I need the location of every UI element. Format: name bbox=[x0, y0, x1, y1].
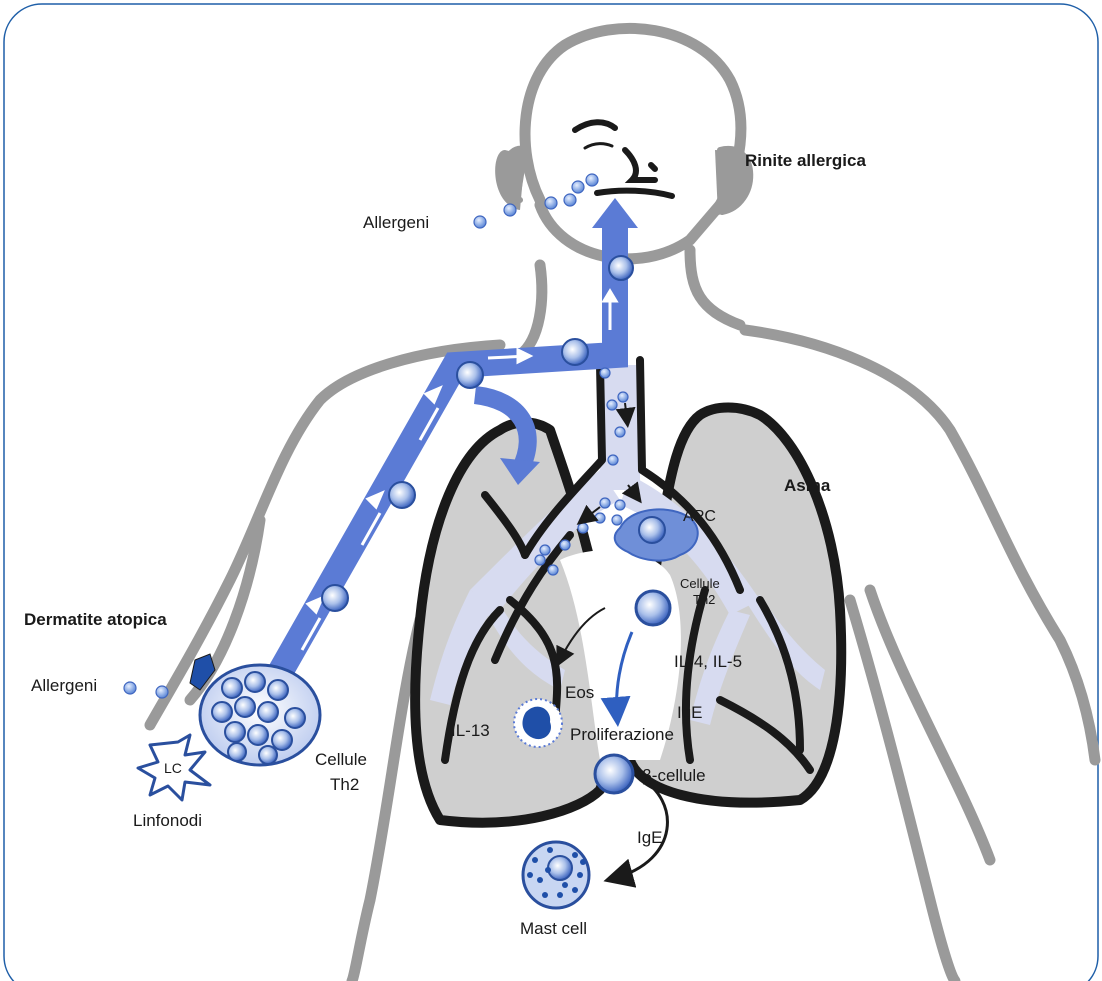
label-il13: IL-13 bbox=[451, 721, 490, 740]
label-apc: APC bbox=[683, 508, 716, 525]
label-eos: Eos bbox=[565, 683, 594, 702]
right-inner-arm bbox=[850, 600, 955, 981]
left-torso bbox=[352, 620, 420, 981]
pathway-arrowhead bbox=[592, 198, 638, 228]
head-side-patch-left bbox=[495, 150, 525, 210]
b-cell bbox=[595, 755, 633, 793]
mast-cell bbox=[523, 842, 589, 908]
th2-cell-pathway bbox=[322, 585, 348, 611]
label-allergeni-top: Allergeni bbox=[363, 213, 429, 232]
label-il4-il5: IL-4, IL-5 bbox=[674, 652, 742, 671]
label-ige-lung: IgE bbox=[677, 703, 703, 722]
label-mast-cell: Mast cell bbox=[520, 919, 587, 938]
label-proliferazione: Proliferazione bbox=[570, 725, 674, 744]
neck-left bbox=[520, 265, 542, 355]
th2-cell-pathway bbox=[457, 362, 483, 388]
label-b-cellule: β-cellule bbox=[642, 766, 706, 785]
th2-cell-pathway bbox=[609, 256, 633, 280]
eosinophil bbox=[514, 699, 562, 747]
th2-cell-pathway bbox=[389, 482, 415, 508]
mouth bbox=[597, 191, 672, 196]
label-th2-lung: Th2 bbox=[693, 592, 715, 607]
label-dermatite-atopica: Dermatite atopica bbox=[24, 610, 167, 629]
label-linfonodi: Linfonodi bbox=[133, 811, 202, 830]
label-asma: Asma bbox=[784, 476, 831, 495]
label-cellule-th2-lung: Cellule bbox=[680, 576, 720, 591]
label-th2-left: Th2 bbox=[330, 775, 359, 794]
nose-dot bbox=[651, 165, 655, 169]
eye bbox=[585, 144, 612, 148]
label-lc: LC bbox=[164, 760, 182, 776]
th2-cell-pathway bbox=[562, 339, 588, 365]
eyebrow bbox=[575, 122, 615, 130]
label-ige-arrow: IgE bbox=[637, 828, 663, 847]
th2-cell-lung bbox=[636, 591, 670, 625]
label-allergeni-left: Allergeni bbox=[31, 676, 97, 695]
neck-right bbox=[690, 250, 740, 325]
lymph-node bbox=[200, 665, 320, 765]
label-cellule-th2-left: Cellule bbox=[315, 750, 367, 769]
label-rinite-allergica: Rinite allergica bbox=[745, 151, 866, 170]
